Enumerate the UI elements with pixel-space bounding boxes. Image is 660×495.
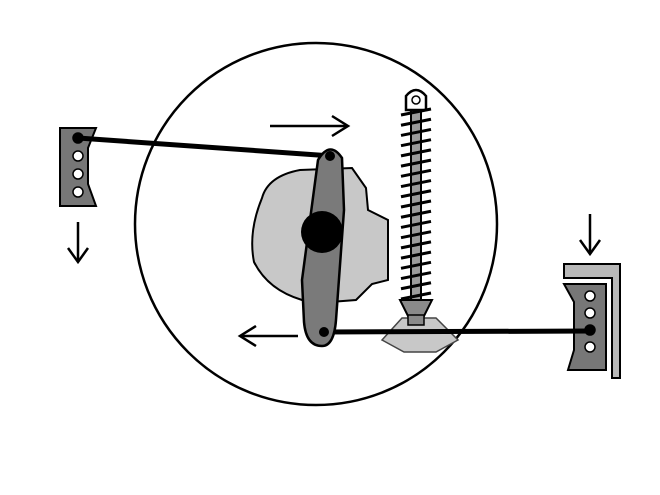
spring-coil <box>400 158 432 168</box>
right-mount-bracket-frame <box>563 263 621 379</box>
arrow-down-left-icon <box>66 222 90 265</box>
spring-base-mount <box>380 317 460 353</box>
lever-top-joint <box>325 151 335 161</box>
spring-coil <box>400 230 432 240</box>
spring-coil <box>400 240 432 250</box>
spring-coil <box>400 271 432 281</box>
arrow-left-icon <box>237 324 298 348</box>
spring-coil <box>400 179 432 189</box>
upper-link-rod <box>77 135 333 159</box>
spring-coil <box>400 199 432 209</box>
arrow-down-right-icon <box>578 214 602 257</box>
spring-coil <box>400 168 432 178</box>
left-bracket-hole <box>72 186 84 198</box>
right-bracket-hole <box>584 341 596 353</box>
spring-coil <box>400 148 432 158</box>
spring-coil <box>400 127 432 137</box>
center-pivot <box>301 211 343 253</box>
spring-coil <box>400 209 432 219</box>
spring-coil <box>400 189 432 199</box>
left-mount-bracket <box>59 127 98 207</box>
left-bracket-hole <box>72 168 84 180</box>
spring-coil <box>400 117 432 127</box>
lever-bottom-joint <box>319 327 329 337</box>
spring-coils <box>400 107 432 301</box>
left-bracket-hole <box>72 150 84 162</box>
spring-foot <box>407 314 425 326</box>
spring-coil <box>400 219 432 229</box>
spring-bottom-cup <box>398 299 434 317</box>
spring-coil <box>400 291 432 301</box>
spring-coil <box>400 138 432 148</box>
right-bracket-hole <box>584 290 596 302</box>
outer-wheel <box>133 41 499 407</box>
spring-top-hole <box>411 95 421 105</box>
spring-coil <box>400 107 432 117</box>
right-bracket-hole <box>584 307 596 319</box>
spring-coil <box>400 260 432 270</box>
arrow-right-icon <box>270 114 351 138</box>
spring-coil <box>400 281 432 291</box>
spring-coil <box>400 250 432 260</box>
lower-link-rod <box>323 328 593 335</box>
